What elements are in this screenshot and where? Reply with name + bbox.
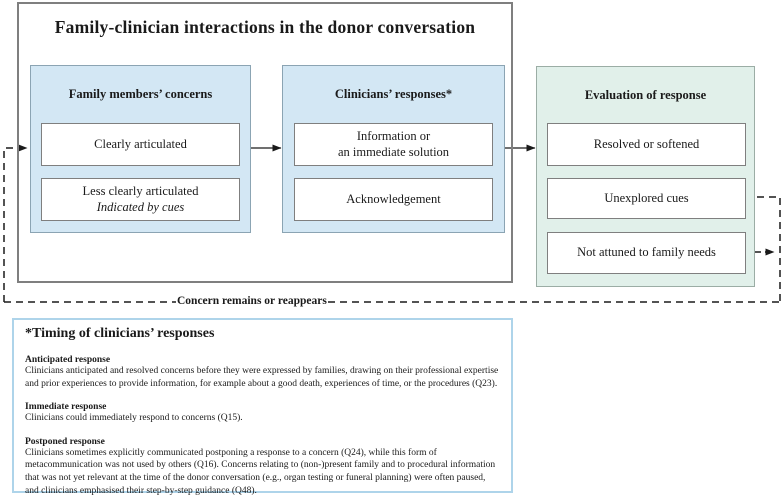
box-not-attuned: Not attuned to family needs xyxy=(547,232,746,274)
box-acknowledgement: Acknowledgement xyxy=(294,178,493,221)
panel-family-concerns-header: Family members’ concerns xyxy=(68,87,213,101)
box-information-solution-line1: Information or xyxy=(356,128,431,143)
box-clearly-articulated: Clearly articulated xyxy=(41,123,240,166)
main-frame xyxy=(17,2,513,283)
box-indicated-by-cues-label: Indicated by cues xyxy=(96,199,185,214)
box-acknowledgement-label: Acknowledgement xyxy=(346,191,441,206)
box-information-solution-line2: an immediate solution xyxy=(337,144,450,159)
panel-family-concerns: Family members’ concerns Clearly articul… xyxy=(30,65,251,233)
panel-evaluation: Evaluation of response Resolved or softe… xyxy=(536,66,755,287)
box-information-solution: Information or an immediate solution xyxy=(294,123,493,166)
feedback-loop-label: Concern remains or reappears xyxy=(176,295,328,307)
postponed-response-heading: Postponed response xyxy=(25,436,105,447)
panel-clinicians-responses: Clinicians’ responses* Information or an… xyxy=(282,65,505,233)
immediate-response-heading: Immediate response xyxy=(25,402,107,413)
immediate-response-body: Clinicians could immediately respond to … xyxy=(25,413,243,424)
box-unexplored-cues-label: Unexplored cues xyxy=(604,190,689,205)
panel-evaluation-header: Evaluation of response xyxy=(584,88,707,102)
box-clearly-articulated-label: Clearly articulated xyxy=(94,136,187,151)
box-less-clearly-articulated: Less clearly articulated Indicated by cu… xyxy=(41,178,240,221)
timing-legend-box: *Timing of clinicians’ responses Anticip… xyxy=(12,318,513,496)
box-less-clearly-articulated-label: Less clearly articulated xyxy=(82,183,199,198)
timing-legend-title: *Timing of clinicians’ responses xyxy=(25,326,215,341)
anticipated-response-heading: Anticipated response xyxy=(25,355,111,365)
box-not-attuned-label: Not attuned to family needs xyxy=(577,245,716,260)
anticipated-response-body: Clinicians anticipated and resolved conc… xyxy=(25,366,499,389)
panel-clinicians-responses-header: Clinicians’ responses* xyxy=(334,87,453,101)
box-resolved-softened: Resolved or softened xyxy=(547,123,746,166)
box-unexplored-cues: Unexplored cues xyxy=(547,178,746,219)
postponed-response-body: Clinicians sometimes explicitly communic… xyxy=(25,447,496,496)
figure-title: Family-clinician interactions in the don… xyxy=(54,17,476,37)
box-resolved-softened-label: Resolved or softened xyxy=(593,136,700,151)
